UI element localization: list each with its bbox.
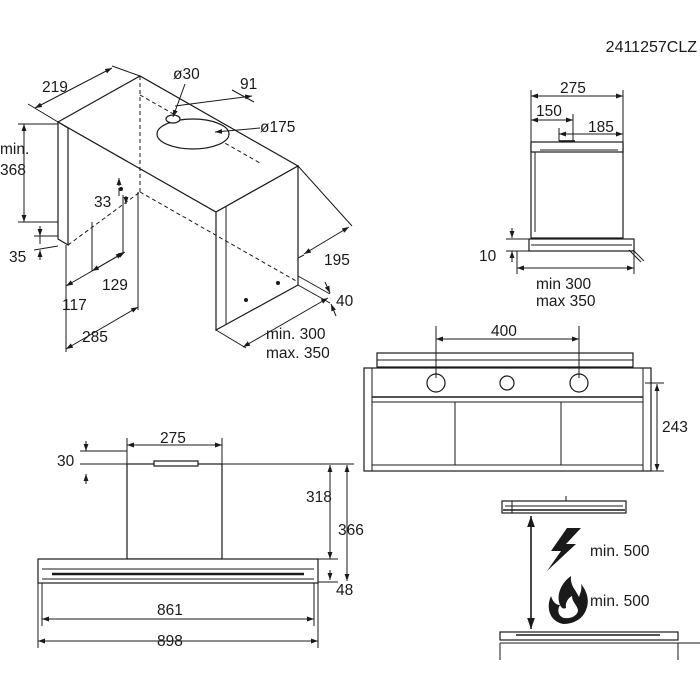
rear-hole-center bbox=[499, 375, 515, 391]
front-dim-48: 48 bbox=[336, 582, 353, 599]
dim-range-min: min. 300 bbox=[266, 326, 326, 343]
rear-dim-243: 243 bbox=[662, 419, 688, 436]
clearance-hood bbox=[501, 500, 627, 514]
side-dim-range-min: min 300 bbox=[536, 276, 592, 293]
front-dim-861: 861 bbox=[157, 602, 183, 619]
electric-clearance: min. 500 bbox=[590, 543, 650, 560]
dim-285: 285 bbox=[82, 329, 108, 346]
dim-pipe-diameter: ø30 bbox=[173, 66, 200, 83]
side-view: 275 150 185 10 min 300 max 350 bbox=[479, 80, 645, 310]
isometric-view: 219 ø30 91 ø175 min. 368 33 35 129 bbox=[0, 65, 354, 362]
dim-35: 35 bbox=[9, 249, 26, 266]
gas-clearance: min. 500 bbox=[590, 593, 650, 610]
duct-opening bbox=[156, 118, 230, 150]
dim-40: 40 bbox=[336, 293, 354, 310]
lightning-icon bbox=[547, 528, 581, 571]
side-dim-range-max: max 350 bbox=[536, 293, 596, 310]
front-dim-898: 898 bbox=[157, 633, 183, 650]
rear-view: 400 243 bbox=[363, 323, 688, 472]
dim-min-368-label: min. bbox=[0, 141, 29, 158]
side-dim-150: 150 bbox=[536, 103, 562, 120]
clearance-view: min. 500 min. 500 bbox=[499, 496, 700, 660]
front-dim-318: 318 bbox=[306, 489, 332, 506]
side-chimney bbox=[530, 143, 624, 239]
dim-range-max: max. 350 bbox=[266, 345, 330, 362]
dim-129: 129 bbox=[102, 277, 128, 294]
cooktop bbox=[499, 631, 679, 641]
front-chimney bbox=[126, 463, 223, 560]
dim-duct-diameter: ø175 bbox=[260, 119, 295, 136]
side-dim-10: 10 bbox=[479, 248, 497, 265]
rear-dim-400: 400 bbox=[491, 323, 517, 340]
front-dim-275: 275 bbox=[160, 430, 186, 447]
front-view: 275 30 318 366 48 861 898 bbox=[37, 430, 364, 650]
dim-219: 219 bbox=[42, 79, 68, 96]
iso-left-panel bbox=[57, 120, 69, 247]
side-dim-185: 185 bbox=[588, 119, 614, 136]
dim-91: 91 bbox=[240, 76, 257, 93]
dim-33: 33 bbox=[94, 194, 111, 211]
dim-195: 195 bbox=[324, 252, 350, 269]
front-dim-30: 30 bbox=[57, 453, 75, 470]
front-dim-366: 366 bbox=[338, 522, 364, 539]
model-code: 2411257CLZ bbox=[606, 39, 698, 56]
side-dim-275: 275 bbox=[560, 80, 586, 97]
front-chimney-lip bbox=[153, 460, 199, 467]
dim-min-368-value: 368 bbox=[0, 162, 26, 179]
